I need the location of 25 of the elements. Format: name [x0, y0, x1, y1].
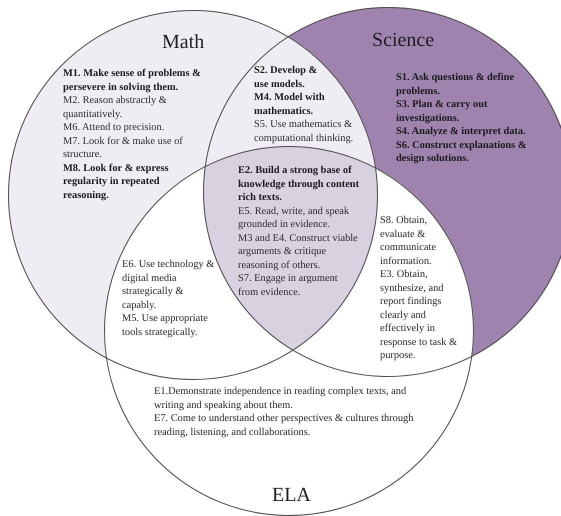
circle-heading: Science — [372, 30, 434, 50]
standard-text: M1. Make sense of problems & persevere in solving them. — [63, 67, 202, 94]
standard-text: S2. Develop & use models. — [254, 64, 318, 91]
standard-text: E2. Build a strong base of knowledge through content rich texts. — [238, 164, 360, 204]
circle-heading: ELA — [272, 485, 311, 505]
standard-text: S4. Analyze & interpret data. — [396, 125, 527, 138]
standard-text: M2. Reason abstractly & quantitatively. — [63, 94, 168, 121]
standard-text: M3 and E4. Construct viable arguments & critique reasoning of others. — [238, 232, 359, 272]
standard-text: E3. Obtain, synthesize, and report findings clearly and effectively in response to task & purpose. — [380, 268, 458, 362]
standard-text: S1. Ask questions & define problems. — [396, 71, 516, 98]
standard-text: M5. Use appropriate tools strategically. — [122, 312, 209, 339]
standard-text: S8. Obtain, evaluate & communicate information. — [380, 214, 437, 268]
standard-text: M8. Look for & express regularity in repeated reasoning. — [63, 162, 170, 202]
standard-text: S7. Engage in argument from evidence. — [238, 272, 339, 299]
standard-text: E6. Use technology & digital media strategically & capably. — [122, 258, 216, 312]
standard-text: M4. Model with mathematics. — [254, 91, 326, 118]
standard-text: E7. Come to understand other perspectives & cultures through reading, listening, and collaborations. — [154, 412, 414, 439]
standard-text: M7. Look for & make use of structure. — [63, 134, 184, 162]
standard-text: M6. Attend to precision. — [63, 121, 166, 134]
standard-text: E5. Read, write, and speak grounded in evidence. — [238, 204, 350, 232]
standard-text: E1.Demonstrate independence in reading complex texts, and writing and speaking about them. — [154, 385, 408, 412]
standard-text: S6. Construct explanations & design solutions. — [396, 138, 528, 166]
circle-heading: Math — [162, 32, 204, 52]
standard-text: S3. Plan & carry out investigations. — [396, 98, 488, 125]
standard-text: S5. Use mathematics & computational thinking. — [254, 118, 354, 145]
